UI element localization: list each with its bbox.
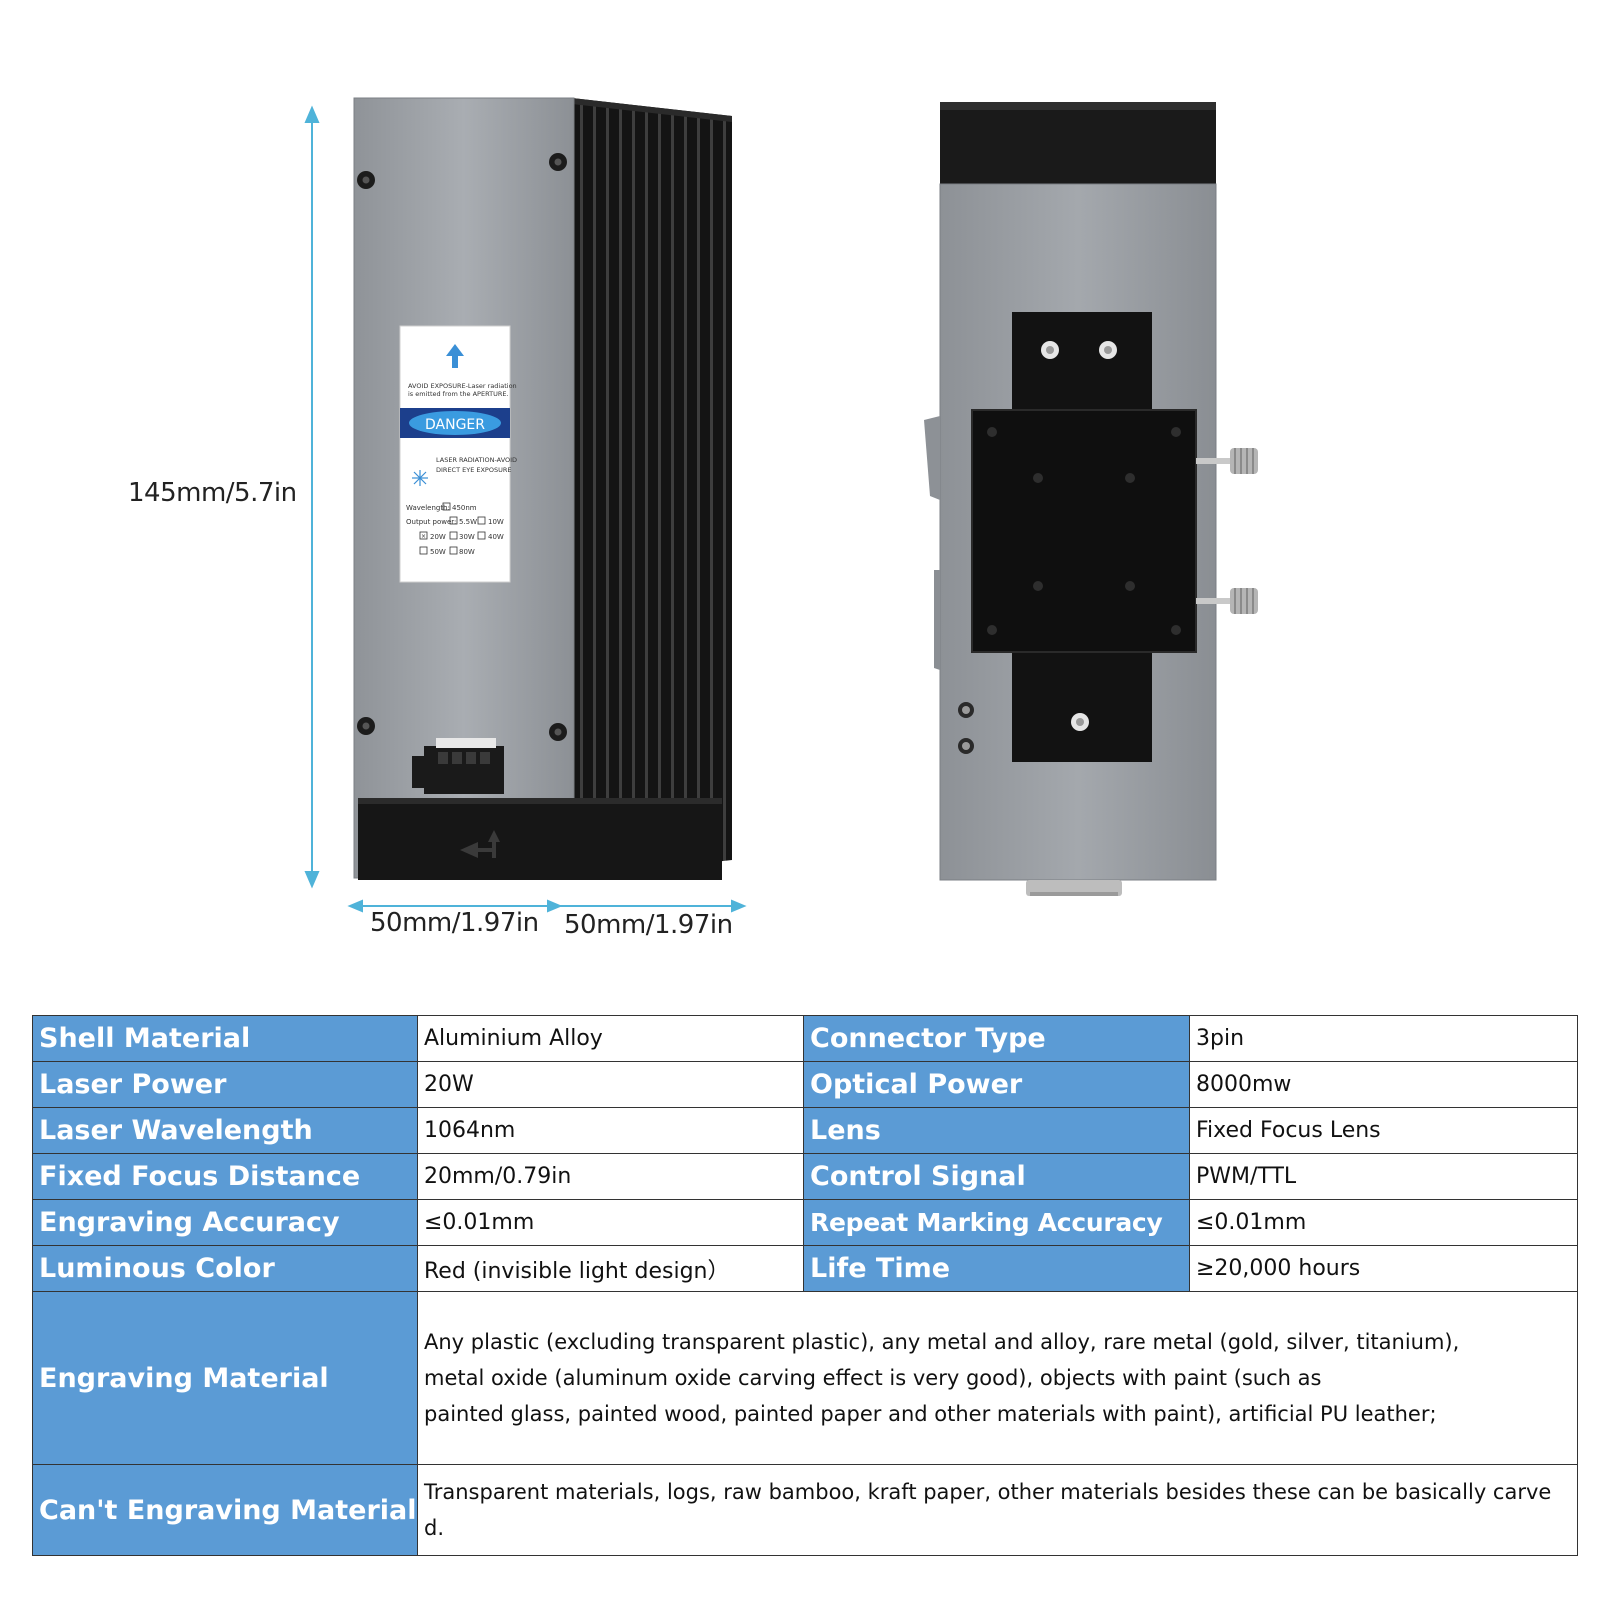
- svg-text:30W: 30W: [459, 533, 475, 541]
- table-row: Shell Material Aluminium Alloy Connector…: [32, 1015, 1578, 1062]
- laser-starburst-icon: [412, 470, 428, 486]
- svg-text:10W: 10W: [488, 518, 504, 526]
- svg-text:5.5W: 5.5W: [459, 518, 477, 526]
- width-dimension-arrow: [347, 899, 747, 913]
- spec-value: 8000mw: [1189, 1061, 1578, 1108]
- table-row: Engraving Material Any plastic (excludin…: [32, 1291, 1578, 1465]
- spec-label: Laser Wavelength: [32, 1107, 418, 1154]
- svg-text:is emitted from the APERTURE.: is emitted from the APERTURE.: [408, 390, 509, 398]
- laser-module-front-view: [353, 97, 732, 880]
- cant-engraving-material-value: Transparent materials, logs, raw bamboo,…: [417, 1464, 1578, 1556]
- table-row: Engraving Accuracy ≤0.01mm Repeat Markin…: [32, 1199, 1578, 1246]
- spec-value: 20W: [417, 1061, 804, 1108]
- spec-value: ≥20,000 hours: [1189, 1245, 1578, 1292]
- spec-value: ≤0.01mm: [1189, 1199, 1578, 1246]
- spec-label: Lens: [803, 1107, 1190, 1154]
- width-dimension-label-left: 50mm/1.97in: [370, 908, 539, 938]
- spec-value: ≤0.01mm: [417, 1199, 804, 1246]
- arrow-up-icon: [446, 344, 464, 368]
- spec-label: Luminous Color: [32, 1245, 418, 1292]
- svg-text:40W: 40W: [488, 533, 504, 541]
- spec-value: Aluminium Alloy: [417, 1015, 804, 1062]
- svg-text:80W: 80W: [459, 548, 475, 556]
- svg-text:50W: 50W: [430, 548, 446, 556]
- spec-label: Life Time: [803, 1245, 1190, 1292]
- spec-table: Shell Material Aluminium Alloy Connector…: [32, 1015, 1578, 1556]
- spec-label: Repeat Marking Accuracy: [803, 1199, 1190, 1246]
- spec-label: Shell Material: [32, 1015, 418, 1062]
- table-row: Luminous Color Red (invisible light desi…: [32, 1245, 1578, 1292]
- table-row: Can't Engraving Material Transparent mat…: [32, 1464, 1578, 1556]
- height-dimension-label: 145mm/5.7in: [128, 478, 297, 508]
- spec-value: Fixed Focus Lens: [1189, 1107, 1578, 1154]
- product-illustration: AVOID EXPOSURE-Laser radiation is emitte…: [304, 97, 1258, 913]
- engraving-material-label: Engraving Material: [32, 1291, 418, 1465]
- laser-module-side-view: [924, 102, 1258, 896]
- svg-text:LASER RADIATION-AVOID: LASER RADIATION-AVOID: [436, 456, 517, 464]
- cant-engraving-material-label: Can't Engraving Material: [32, 1464, 418, 1556]
- spec-value: 1064nm: [417, 1107, 804, 1154]
- svg-text:20W: 20W: [430, 533, 446, 541]
- table-row: Fixed Focus Distance 20mm/0.79in Control…: [32, 1153, 1578, 1200]
- spec-label: Engraving Accuracy: [32, 1199, 418, 1246]
- table-row: Laser Power 20W Optical Power 8000mw: [32, 1061, 1578, 1108]
- spec-label: Fixed Focus Distance: [32, 1153, 418, 1200]
- spec-label: Control Signal: [803, 1153, 1190, 1200]
- laser-warning-label: AVOID EXPOSURE-Laser radiation is emitte…: [399, 325, 517, 583]
- svg-text:Output power:: Output power:: [406, 518, 456, 526]
- spec-value: Red (invisible light design）: [417, 1245, 804, 1292]
- svg-text:DIRECT EYE EXPOSURE: DIRECT EYE EXPOSURE: [436, 466, 511, 474]
- spec-label: Laser Power: [32, 1061, 418, 1108]
- height-dimension-arrow: [304, 105, 320, 889]
- svg-text:×: ×: [421, 533, 426, 540]
- spec-value: 20mm/0.79in: [417, 1153, 804, 1200]
- spec-label: Optical Power: [803, 1061, 1190, 1108]
- spec-value: PWM/TTL: [1189, 1153, 1578, 1200]
- svg-text:AVOID EXPOSURE-Laser radiation: AVOID EXPOSURE-Laser radiation: [408, 382, 517, 390]
- engraving-material-value: Any plastic (excluding transparent plast…: [417, 1291, 1578, 1465]
- svg-text:450nm: 450nm: [452, 504, 477, 512]
- width-dimension-label-right: 50mm/1.97in: [564, 910, 733, 940]
- svg-text:Wavelength:: Wavelength:: [406, 504, 450, 512]
- danger-text: DANGER: [425, 417, 485, 433]
- table-row: Laser Wavelength 1064nm Lens Fixed Focus…: [32, 1107, 1578, 1154]
- spec-value: 3pin: [1189, 1015, 1578, 1062]
- spec-label: Connector Type: [803, 1015, 1190, 1062]
